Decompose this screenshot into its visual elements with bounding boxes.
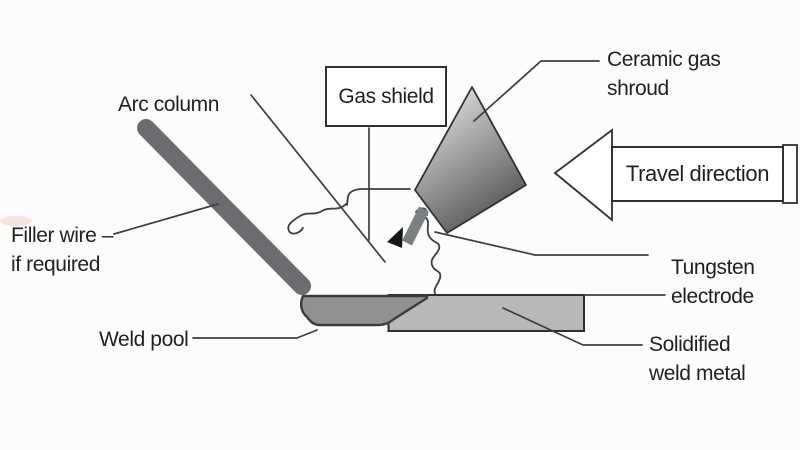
leader-filler-wire	[113, 203, 219, 235]
filler-wire-shape	[137, 119, 311, 295]
tungsten-electrode-line1: Tungsten	[671, 256, 755, 279]
leader-tungsten-electrode	[434, 231, 649, 256]
gas-flow-lines	[287, 188, 442, 295]
gas-shield-text: Gas shield	[338, 84, 434, 108]
pink-artifact	[0, 216, 32, 226]
weld-pool-text: Weld pool	[99, 328, 189, 351]
travel-arrow-tail	[782, 144, 798, 204]
solidified-weld-metal-line1: Solidified	[649, 333, 731, 356]
travel-direction-text: Travel direction	[625, 161, 770, 186]
ceramic-gas-shroud-line2: shroud	[607, 77, 669, 100]
ceramic-gas-shroud-line1: Ceramic gas	[607, 48, 721, 71]
weld-pool-label: Weld pool	[99, 325, 189, 354]
weld-pool-shape	[299, 294, 429, 327]
travel-arrow-head	[553, 128, 613, 222]
electrode-tip	[387, 227, 403, 248]
ceramic-shroud-shape	[414, 86, 527, 234]
filler-wire-line2: if required	[11, 253, 100, 276]
gas-flow-squiggle	[346, 188, 411, 206]
travel-direction-label: Travel direction	[612, 147, 783, 201]
tungsten-electrode-line2: electrode	[671, 285, 754, 308]
filler-wire-line1: Filler wire –	[11, 224, 114, 247]
arc-column-text: Arc column	[118, 93, 220, 116]
travel-arrow-body	[611, 146, 784, 202]
leader-solidified-weld-metal	[502, 307, 643, 346]
arc-column-label: Arc column	[118, 90, 219, 119]
solidified-weld-metal-line2: weld metal	[649, 362, 746, 385]
solidified-weld-metal-label: Solidified weld metal	[649, 330, 746, 388]
tungsten-electrode-label: Tungsten electrode	[671, 253, 755, 311]
filler-wire-label: Filler wire – if required	[11, 221, 114, 279]
leader-ceramic-shroud	[473, 60, 600, 122]
gas-flow-squiggle	[423, 215, 442, 295]
ceramic-gas-shroud-label: Ceramic gas shroud	[607, 45, 721, 103]
gas-flow-squiggle	[287, 203, 347, 235]
gas-shield-label: Gas shield	[325, 66, 447, 127]
leader-weld-pool	[192, 329, 318, 339]
leader-arc-column	[250, 94, 386, 263]
tungsten-electrode-shape	[402, 206, 429, 246]
